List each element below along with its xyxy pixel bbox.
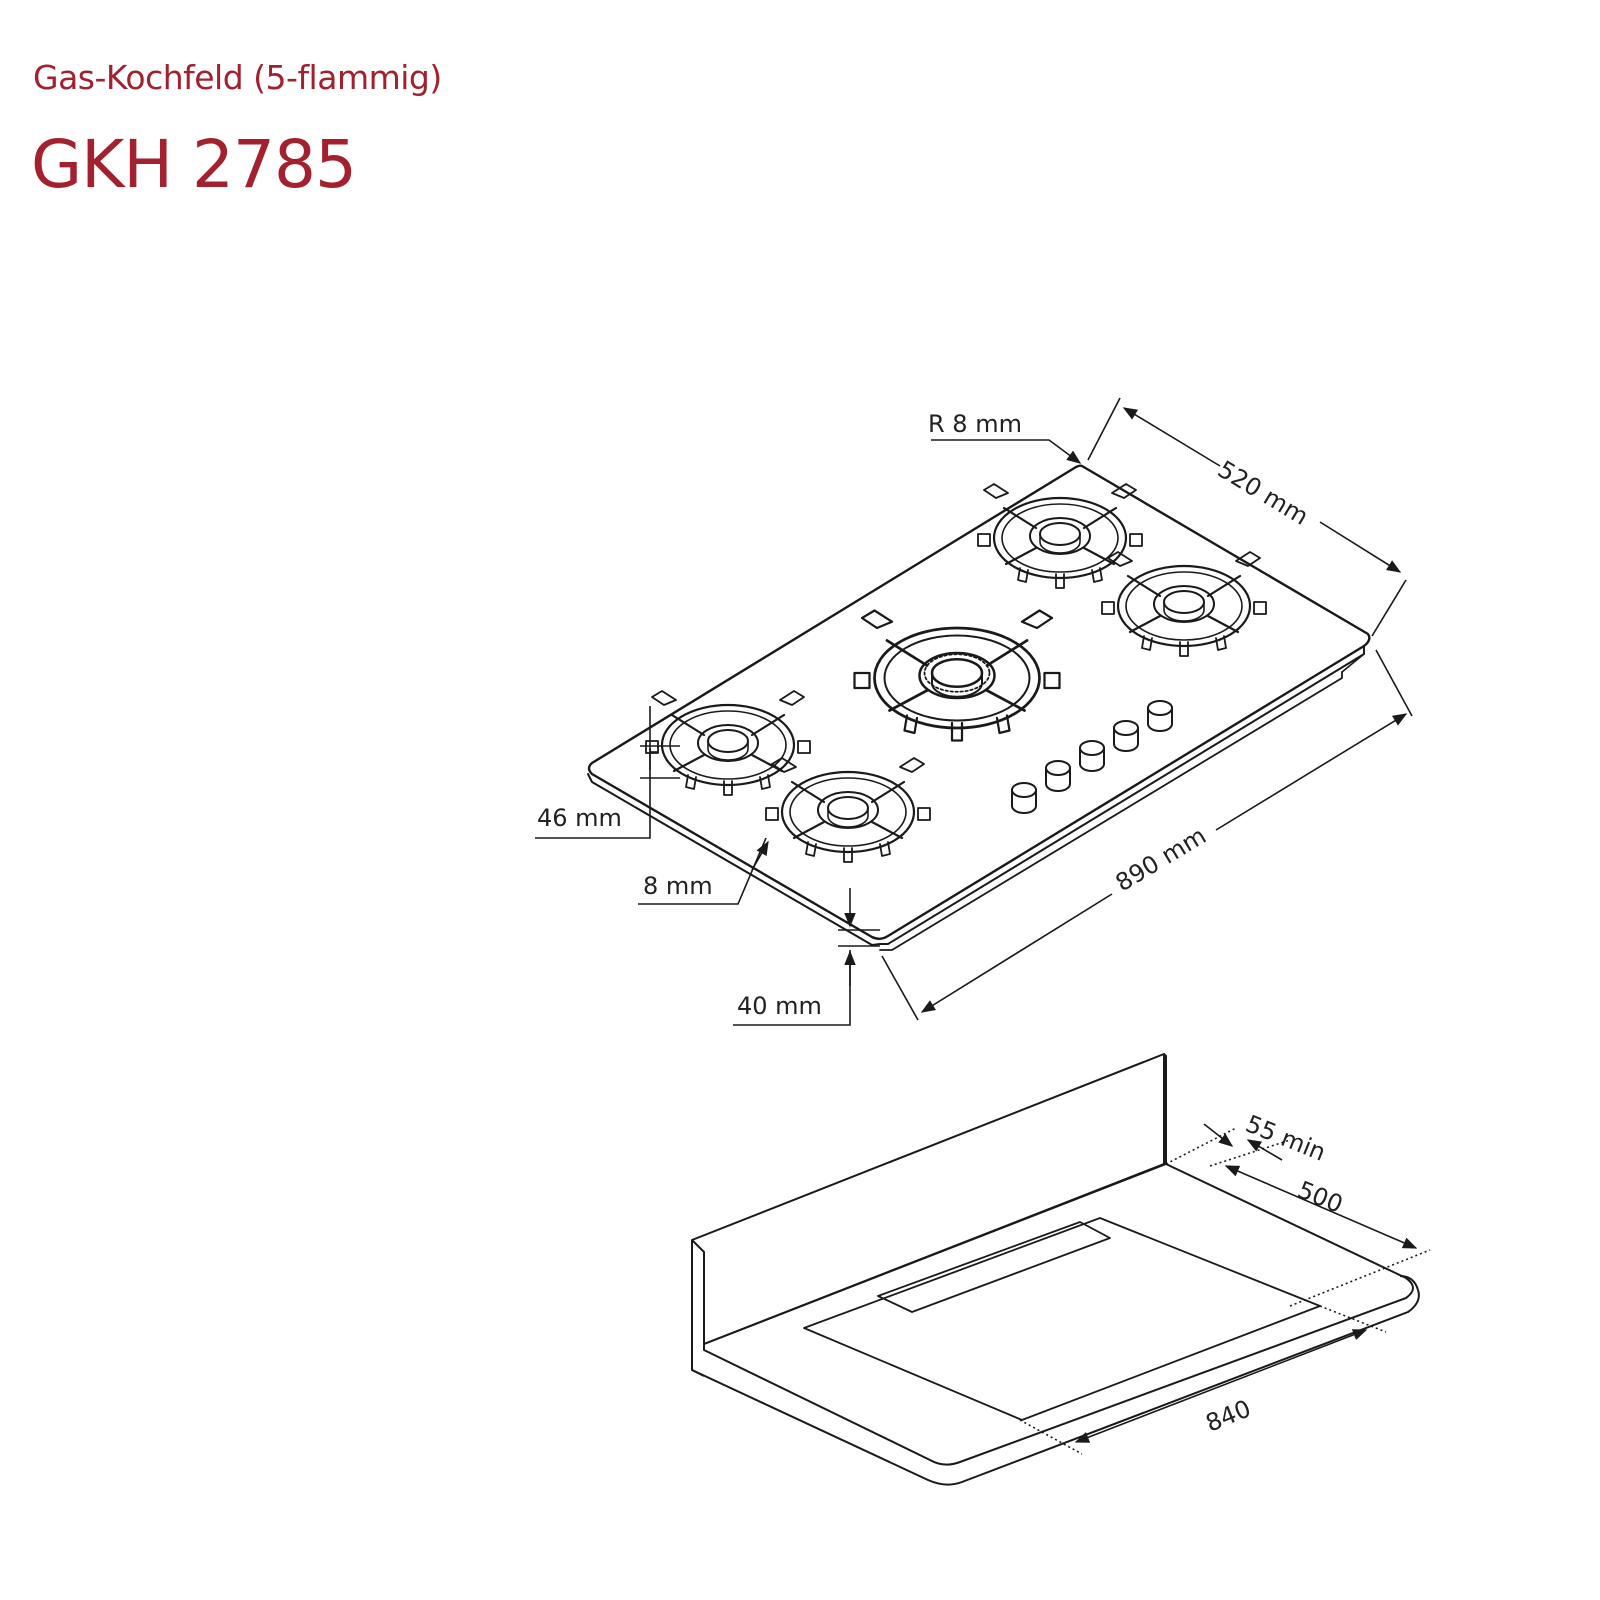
model-title: GKH 2785: [31, 126, 357, 203]
burner-left: [644, 689, 812, 797]
hob-dimension-labels: R 8 mm 520 mm 890 mm 46 mm 8 mm 40 mm: [537, 410, 1313, 1020]
knob-2-icon: [1045, 760, 1071, 792]
cutout-width-label: 840: [1202, 1394, 1255, 1437]
glass-thickness-label: 8 mm: [643, 872, 713, 900]
cutout-dimension-labels: 55 min 500 840: [1202, 1110, 1347, 1438]
grate-height-label: 46 mm: [537, 804, 622, 832]
knob-5-icon: [1147, 700, 1173, 732]
burner-rear-right: [976, 482, 1144, 590]
cutout-depth-label: 500: [1294, 1176, 1347, 1219]
worktop: [703, 1163, 1414, 1466]
burner-center-wok: [853, 609, 1061, 742]
total-height-label: 40 mm: [737, 992, 822, 1020]
wall-distance-label: 55 min: [1242, 1110, 1330, 1167]
product-subtitle: Gas-Kochfeld (5-flammig): [33, 58, 442, 97]
burner-right: [1100, 550, 1268, 658]
countertop-drawing: [691, 1053, 1420, 1486]
knob-1-icon: [1011, 782, 1037, 814]
hob-dimension-lines: [535, 397, 1413, 1026]
hob-top-outline: [587, 464, 1371, 940]
burner-front-left: [764, 756, 932, 864]
cutout-inner-box: [877, 1221, 1111, 1313]
worktop-front-edge: [691, 1289, 1420, 1486]
knob-3-icon: [1079, 740, 1105, 772]
back-wall: [691, 1053, 1165, 1345]
hob-bottom-edge: [879, 671, 1343, 951]
knob-4-icon: [1113, 720, 1139, 752]
depth-label: 520 mm: [1213, 455, 1313, 531]
corner-radius-label: R 8 mm: [928, 410, 1022, 438]
hob-drawing: [587, 464, 1371, 951]
control-knobs: [1011, 700, 1173, 814]
cutout-dimension-lines: [1019, 1123, 1431, 1455]
cutout-opening: [803, 1217, 1321, 1421]
width-label: 890 mm: [1111, 822, 1211, 898]
